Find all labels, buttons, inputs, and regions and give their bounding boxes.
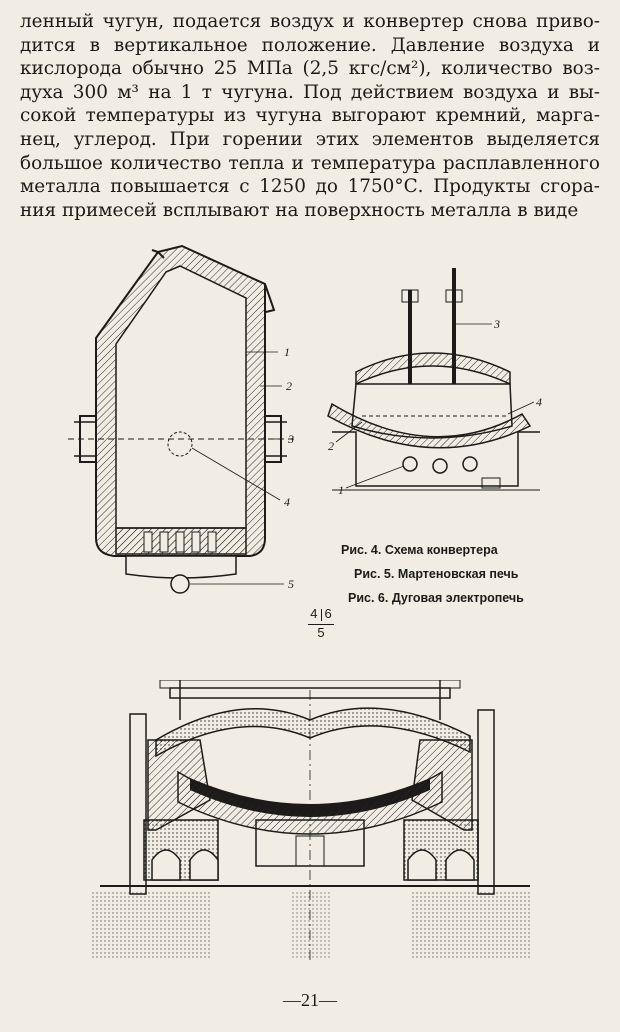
text-line: металла повышается с 1250 до 1750°С. Про… — [20, 176, 600, 198]
open-hearth-drawing: 3 4 2 1 — [327, 268, 542, 497]
text-line: ния примесей всплывают на поверхность ме… — [20, 199, 579, 221]
body-text: ленный чугун, подается воздух и конверте… — [20, 10, 600, 222]
text-line: духа 300 м³ на 1 т чугуна. Под действием… — [20, 81, 600, 103]
caption-fig6: Рис. 6. Дуговая электропечь — [348, 591, 524, 605]
callout-label: 2 — [328, 439, 334, 453]
callout-label: 4 — [284, 495, 290, 509]
callout-label: 4 — [536, 395, 542, 409]
layout-key-top-right: 6 — [324, 606, 332, 621]
text-line: нец, углерод. При горении этих элементов… — [20, 128, 600, 150]
text-line: дится в вертикальное положение. Давление… — [20, 34, 600, 56]
text-line: ленный чугун, подается воздух и конверте… — [20, 11, 600, 32]
layout-key-bottom: 5 — [317, 625, 325, 640]
layout-key-top-left: 4 — [310, 606, 318, 621]
callout-label: 3 — [287, 432, 294, 446]
callout-label: 3 — [493, 317, 500, 331]
page-number: —21— — [283, 990, 337, 1010]
caption-fig4: Рис. 4. Схема конвертера — [341, 543, 498, 557]
layout-key-divider — [320, 608, 322, 621]
furnace-drawing — [90, 680, 530, 960]
callout-label: 1 — [284, 345, 290, 359]
figure-captions: Рис. 4. Схема конвертера Рис. 5. Мартено… — [338, 538, 608, 610]
callout-label: 2 — [286, 379, 292, 393]
text-line: кислорода обычно 25 МПа (2,5 кгс/см²), к… — [20, 58, 600, 80]
text-line: большое количество тепла и температура р… — [20, 152, 600, 174]
callout-label: 1 — [338, 483, 344, 497]
callout-label: 5 — [288, 577, 294, 591]
converter-drawing: 1 2 3 4 5 — [68, 244, 295, 594]
caption-fig5: Рис. 5. Мартеновская печь — [354, 567, 519, 581]
text-line: сокой температуры из чугуна выгорают кре… — [20, 105, 600, 127]
